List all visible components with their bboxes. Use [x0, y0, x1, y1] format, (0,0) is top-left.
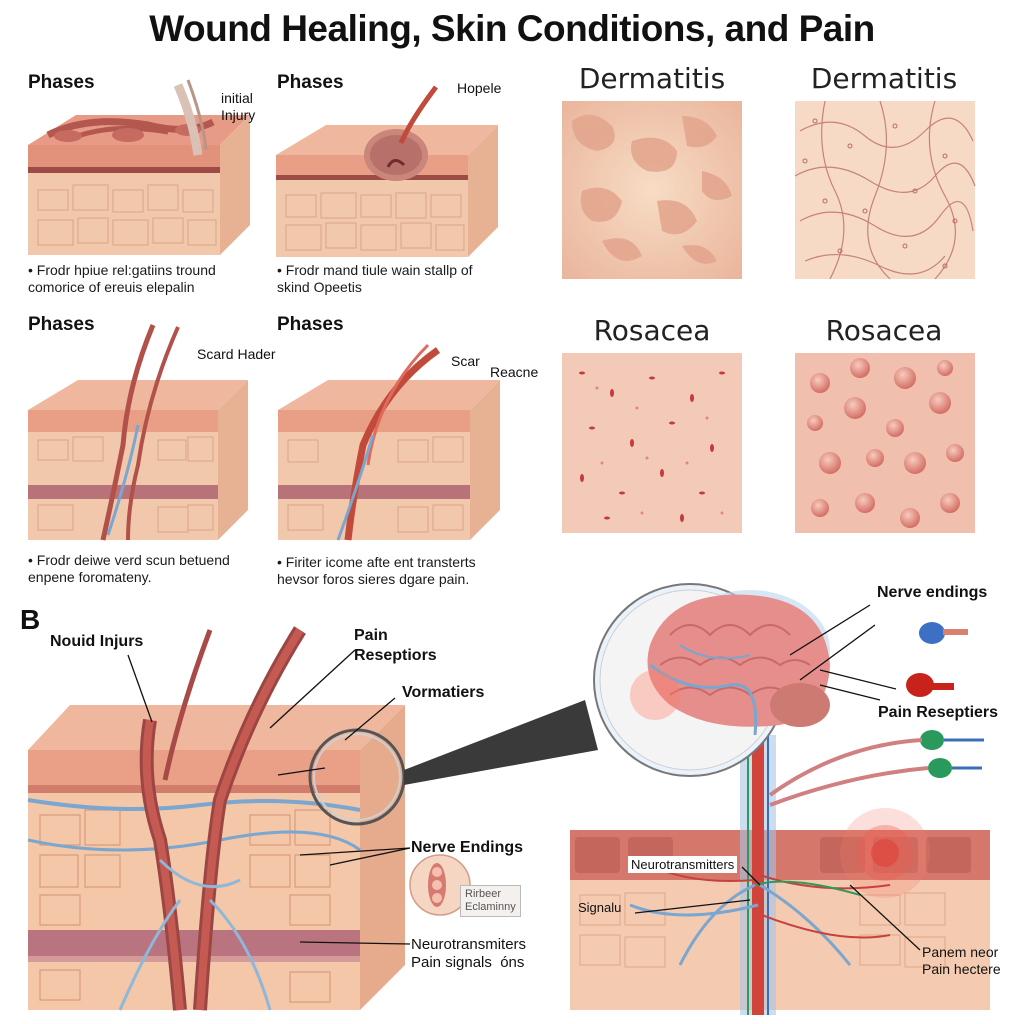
condition-4-title: Rosacea — [825, 314, 943, 347]
phase-3-heading: Phases — [28, 314, 95, 335]
rosacea-speckle-swatch — [562, 353, 742, 533]
dermatitis-blotch-swatch — [562, 101, 742, 279]
label-neurotransmitters-c: Neurotransmitters — [628, 856, 738, 873]
label-nerve-endings-c: Nerve endings — [877, 584, 988, 601]
phase-2-label: Hopele — [457, 80, 502, 96]
label-wound-injury: Nouid Injurs — [50, 633, 144, 650]
phase-4-heading: Phases — [277, 314, 344, 335]
panel-b-skin-cross-section — [27, 626, 598, 1011]
condition-1-title: Dermatitis — [578, 62, 726, 95]
label-pain-receptors-c: Pain Reseptiers — [878, 704, 999, 721]
label-vormatiers: Vormatiers — [402, 684, 485, 701]
label-nerve-endings-b: Nerve Endings — [411, 839, 524, 856]
phase-4-caption: • Firiter icome afte ent transterts hevs… — [277, 554, 476, 587]
panel-c-nervous-system — [570, 583, 990, 1015]
phase-3-skin-block — [28, 324, 248, 541]
phase-1-label: initial Injury — [221, 90, 256, 123]
phase-3-label: Scard Hader — [197, 346, 276, 362]
phase-4-skin-block — [278, 343, 500, 541]
condition-3-title: Rosacea — [593, 314, 711, 347]
phase-1-skin-block — [28, 79, 250, 255]
label-bottom-right: Panem neor Pain hectere — [922, 944, 1001, 977]
phase-2-skin-block — [276, 85, 498, 257]
phase-1-heading: Phases — [28, 72, 95, 93]
phase-2-heading: Phases — [277, 72, 344, 93]
inset-tag: Rirbeer Eclaminny — [460, 885, 521, 917]
label-pain-receptors-b: Pain Reseptiors — [354, 627, 437, 664]
phase-3-caption: • Frodr deiwe verd scun betuend enpene f… — [28, 552, 230, 585]
label-neurotransmitters-b: Neurotransmiters Pain signals óns — [411, 936, 527, 971]
panel-b-letter: B — [20, 604, 41, 635]
condition-2-title: Dermatitis — [810, 62, 958, 95]
dermatitis-net-swatch — [794, 100, 976, 280]
phase-2-caption: • Frodr mand tiule wain stallp of skind … — [277, 262, 473, 295]
phase-4-label: Scar — [451, 353, 480, 369]
phase-1-caption: • Frodr hpiue rel:gatiins tround comoric… — [28, 262, 216, 295]
label-signal: Signalu — [578, 900, 622, 915]
page-title: Wound Healing, Skin Conditions, and Pain — [149, 8, 875, 49]
phase-4-label-2: Reacne — [490, 364, 539, 380]
rosacea-papule-swatch — [795, 353, 975, 533]
